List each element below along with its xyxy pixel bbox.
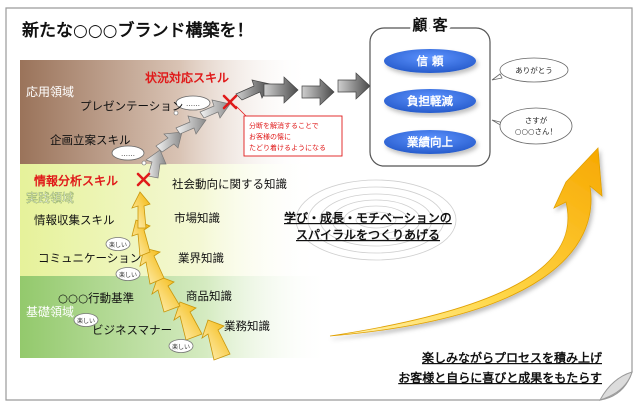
spiral-rings [295,179,457,261]
gray-arrow-2 [155,131,183,153]
skill-communication: コミュニケーション [38,251,141,265]
fun-badge-3-text: 楽しい [77,317,95,325]
callout-line-3: たどり着けるようになる [249,143,326,152]
page-curl [598,371,633,401]
callout-line-2: お客様の懐に [249,132,291,141]
gray-arrow-3 [175,115,207,135]
thought-bubble-1: …… [173,95,211,116]
practical-band [20,164,320,276]
yellow-arrow-4 [139,247,165,285]
fun-badge-2-text: 楽しい [119,271,137,279]
callout-line-1: 分断を解消することで [249,121,319,130]
dark-arrow-4 [337,72,371,100]
speech-bubble-thanks: ありがとう [491,57,569,83]
thought-bubble-2: …… [111,145,147,166]
fun-badge-3: 楽しい [73,313,99,327]
yellow-arrow-1 [201,319,231,361]
skill-business-manner: ビジネスマナー [92,323,172,337]
red-x-mark-practical [136,172,151,187]
skill-presentation: プレゼンテーション [80,99,183,113]
gray-arrow-staircase [145,99,231,179]
skill-work: 業務知識 [224,319,270,333]
page-title: 新たな○○○ブランド構築を！ [22,20,254,41]
skill-product: 商品知識 [186,289,232,303]
gray-arrow-4 [199,99,231,119]
domain-label-applied: 応用領域 [26,84,74,99]
pill-trust-label: 信 頼 [416,54,444,68]
red-x-mark-applied [222,94,238,110]
pill-performance [384,130,476,154]
dark-arrow-3 [301,78,335,106]
skill-industry: 業界知識 [178,251,224,265]
yellow-arrow-2 [173,301,203,341]
domain-label-basic: 基礎領域 [26,304,74,319]
fun-badge-4: 楽しい [168,339,194,353]
pill-performance-label: 業績向上 [406,135,453,149]
spiral-text-line-1: 学び・成長・モチベーションの [284,210,452,225]
skill-social-trends: 社会動向に関する知識 [172,177,287,191]
skill-planning: 企画立案スキル [50,133,131,147]
fun-badge-1: 楽しい [105,237,131,251]
fun-badge-4-text: 楽しい [172,343,190,351]
yellow-arrow-6 [131,191,151,229]
skill-info-collection: 情報収集スキル [34,213,115,227]
skill-conduct: ○○○行動基準 [58,291,134,305]
customer-heading: 顧 客 [412,16,448,34]
yellow-arrow-staircase [131,191,231,361]
fun-badge-1-text: 楽しい [109,241,127,249]
pill-burden-label: 負担軽減 [407,94,453,108]
thought-dots-1: …… [186,100,200,108]
thought-dots-2: …… [121,150,135,158]
fun-badge-2: 楽しい [115,267,141,281]
skill-situation: 状況対応スキル [145,70,229,85]
bottom-text-line-1: 楽しみながらプロセスを積み上げ [422,350,603,365]
dark-arrow-row [235,72,371,106]
speech-bubble-praise: さすが ○○○さん！ [491,107,573,145]
domain-label-practical: 実践領域 [26,190,74,205]
callout-box: 分断を解消することで お客様の懐に たどり着けるようになる [235,105,343,157]
dark-arrow-2 [263,76,299,104]
skill-market: 市場知識 [174,211,220,225]
spiral-arrow [329,147,603,337]
pill-burden [384,89,476,113]
gray-arrow-1 [145,149,167,179]
speech-praise-line-1: さすが [525,115,548,125]
spiral-text-line-2: スパイラルをつくりあげる [296,227,440,242]
speech-thanks-text: ありがとう [515,65,553,75]
customer-pills: 信 頼 負担軽減 業績向上 [384,49,476,154]
pill-trust [384,49,476,73]
yellow-arrow-3 [151,275,181,313]
speech-praise-line-2: ○○○さん！ [515,127,557,136]
skill-info-analysis: 情報分析スキル [34,173,118,188]
bottom-text-line-2: お客様と自らに喜びと成果をもたらす [398,370,602,385]
